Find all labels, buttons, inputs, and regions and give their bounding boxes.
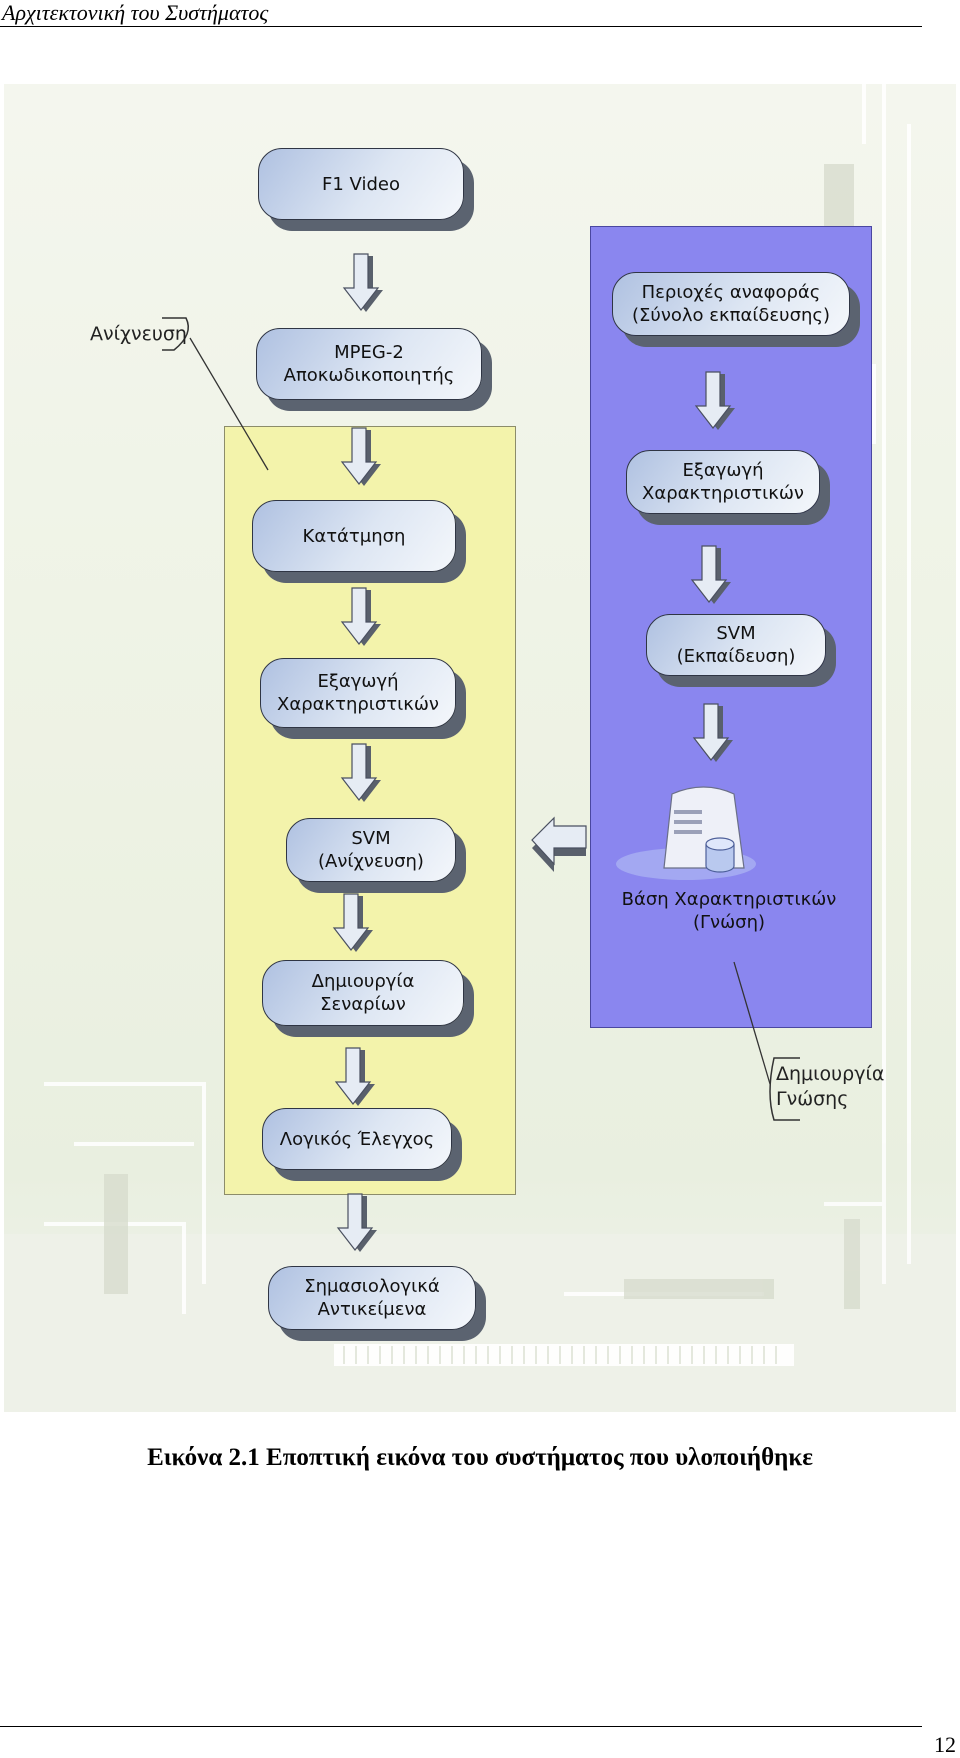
- down-arrow-icon: [342, 253, 383, 312]
- down-arrow-icon: [340, 427, 381, 486]
- down-arrow-icon: [692, 703, 733, 762]
- page-header: Αρχιτεκτονική του Συστήματος: [0, 0, 922, 27]
- left-arrow-icon: [531, 816, 587, 872]
- figure-caption: Εικόνα 2.1 Εποπτική εικόνα του συστήματο…: [147, 1444, 813, 1471]
- down-arrow-icon: [340, 743, 381, 802]
- down-arrow-icon: [340, 587, 381, 646]
- mpeg2-decoder-box: MPEG-2 Αποκωδικοποιητής: [256, 328, 482, 400]
- down-arrow-icon: [694, 371, 735, 430]
- segmentation-box: Κατάτμηση: [252, 500, 456, 572]
- database-label: Βάση Χαρακτηριστικών (Γνώση): [621, 889, 837, 933]
- down-arrow-icon: [334, 1047, 375, 1106]
- knowledge-feature-extraction-box: Εξαγωγή Χαρακτηριστικών: [626, 450, 820, 514]
- svm-detection-box: SVM (Ανίχνευση): [286, 818, 456, 882]
- knowledge-group-label: Δημιουργία Γνώσης: [776, 1063, 885, 1110]
- page-header-title: Αρχιτεκτονική του Συστήματος: [2, 0, 269, 25]
- f1-video-box: F1 Video: [258, 148, 464, 220]
- logic-check-box: Λογικός Έλεγχος: [262, 1108, 452, 1170]
- page-number: 12: [934, 1732, 956, 1757]
- system-diagram: Ανίχνευση Δημιουργία Γνώσης F1 Video MPE…: [4, 84, 956, 1412]
- scenario-creation-box: Δημιουργία Σεναρίων: [262, 960, 464, 1026]
- down-arrow-icon: [690, 545, 731, 604]
- database-server-icon: [616, 786, 756, 880]
- detection-group-label: Ανίχνευση: [90, 323, 187, 345]
- down-arrow-icon: [336, 1193, 377, 1252]
- semantic-objects-box: Σημασιολογικά Αντικείμενα: [268, 1266, 476, 1330]
- feature-extraction-box: Εξαγωγή Χαρακτηριστικών: [260, 658, 456, 728]
- footer-divider: [0, 1726, 922, 1727]
- svm-training-box: SVM (Εκπαίδευση): [646, 614, 826, 676]
- down-arrow-icon: [332, 893, 373, 952]
- reference-regions-box: Περιοχές αναφοράς (Σύνολο εκπαίδευσης): [612, 272, 850, 336]
